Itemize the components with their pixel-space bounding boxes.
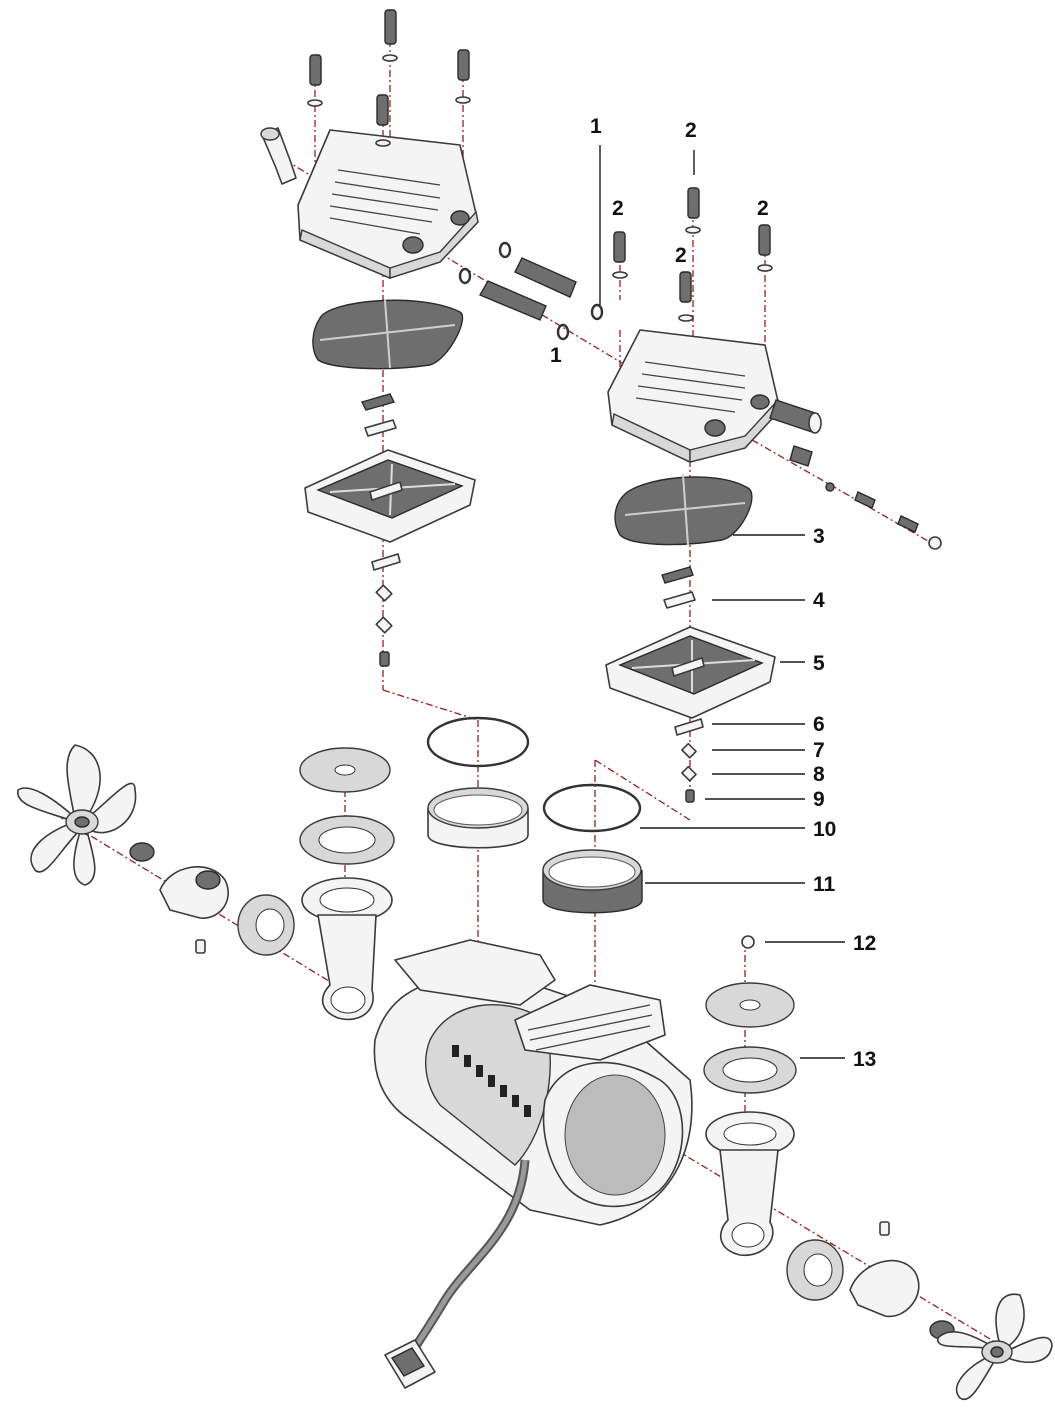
leader-lines (599, 145, 845, 1059)
callout-5: 5 (813, 652, 825, 675)
callout-8: 8 (813, 763, 825, 786)
inlet-fittings (789, 445, 942, 550)
cylinder-head-left (297, 129, 479, 280)
housing-vents (452, 1045, 531, 1117)
cylinder-o-ring-left (426, 716, 530, 768)
valve-plate-right (605, 626, 776, 719)
head-bolts-left (307, 9, 471, 147)
valve-keepers-right (674, 718, 704, 803)
intake-filter (769, 399, 822, 434)
bearing-left (237, 894, 295, 956)
counterweight-right (849, 1221, 920, 1318)
valve-flappers-left (360, 393, 397, 437)
motor-housing (373, 939, 693, 1226)
head-bolts-right (612, 187, 773, 322)
head-gasket-left (312, 299, 464, 370)
callout-12: 12 (853, 932, 876, 955)
power-cord (406, 1159, 530, 1358)
callout-2-top: 2 (685, 119, 697, 142)
valve-plate-left (304, 449, 476, 543)
piston-left (299, 747, 395, 1021)
elbow-fitting (260, 127, 297, 185)
piston-right (703, 935, 797, 1257)
callout-10: 10 (813, 818, 836, 841)
cylinder-o-ring-right (542, 783, 642, 833)
callout-labels: 1 1 2 2 2 2 3 4 5 6 7 8 9 10 11 12 13 (550, 115, 876, 1071)
callout-2-inner: 2 (675, 244, 687, 267)
callout-11: 11 (813, 873, 836, 896)
callout-1-upper: 1 (590, 115, 602, 138)
callout-7: 7 (813, 739, 825, 762)
connector-plug (384, 1339, 436, 1389)
cylinder-head-right (607, 329, 781, 464)
bearing-right (786, 1239, 844, 1301)
cylinder-sleeve-right (542, 849, 643, 914)
callout-6: 6 (813, 713, 825, 736)
callout-13: 13 (853, 1048, 876, 1071)
callout-9: 9 (813, 788, 825, 811)
fan-clip-left (129, 842, 155, 862)
fan-right (937, 1293, 1053, 1401)
cylinder-sleeve-left (427, 787, 529, 849)
callout-4: 4 (813, 589, 825, 612)
transfer-tubes (458, 241, 604, 341)
valve-flappers-right (661, 566, 696, 609)
valve-keepers-left (371, 553, 401, 667)
callout-2-right: 2 (757, 197, 769, 220)
counterweight-left (159, 866, 229, 954)
head-gasket-right (614, 473, 753, 546)
fan-left (17, 744, 137, 886)
callout-3: 3 (813, 525, 825, 548)
callout-2-left: 2 (612, 197, 624, 220)
callout-1-lower: 1 (550, 344, 562, 367)
